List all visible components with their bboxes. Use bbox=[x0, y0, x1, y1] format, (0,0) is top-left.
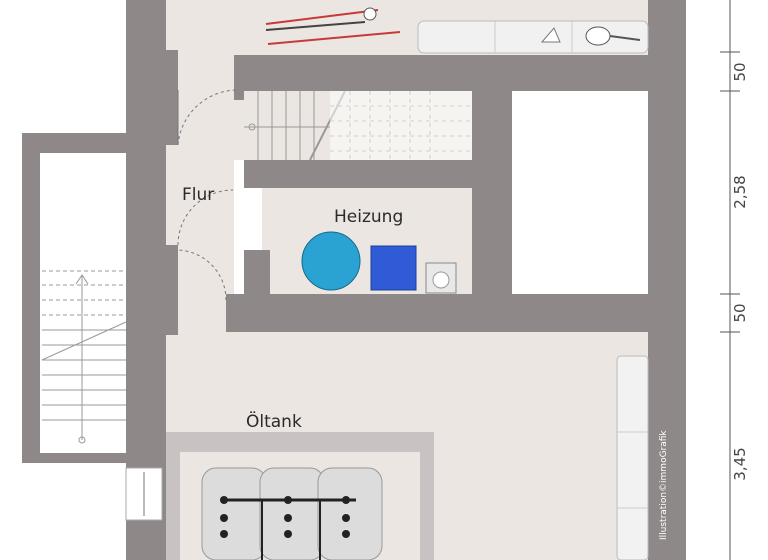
wall-right-vertical bbox=[648, 0, 686, 560]
ski-helmet-icon bbox=[540, 27, 561, 43]
wall-heating-top bbox=[244, 160, 512, 188]
room-label-hallway: Flur bbox=[182, 185, 214, 205]
dimension-label: 50 bbox=[731, 303, 749, 322]
dimension-label: 2,58 bbox=[731, 175, 749, 208]
stair-annex-floor bbox=[40, 153, 126, 453]
oil-tank-icon bbox=[201, 467, 383, 560]
dimension-label: 3,45 bbox=[731, 447, 749, 480]
wall-heating-left-stub bbox=[244, 250, 270, 294]
stair-room-white bbox=[330, 91, 472, 160]
boiler-icon bbox=[301, 231, 361, 291]
ski-icon bbox=[265, 9, 401, 45]
door-icon bbox=[177, 89, 239, 301]
radiator-icon bbox=[616, 355, 649, 560]
wall-stair-room-left bbox=[234, 55, 244, 100]
wall-hall-left-a bbox=[160, 50, 178, 145]
credit-text: Illustration©immoGrafik bbox=[659, 430, 669, 540]
tennis-racket-icon bbox=[585, 26, 641, 46]
wall-middle-horizontal bbox=[226, 294, 648, 332]
burner-icon bbox=[370, 245, 417, 291]
wall-upper-horizontal bbox=[234, 55, 648, 91]
ski-helmet-icon bbox=[363, 7, 377, 21]
room-label-oil-tank: Öltank bbox=[246, 410, 302, 432]
wall-heating-right bbox=[472, 90, 512, 294]
room-label-heating: Heizung bbox=[334, 207, 403, 227]
dimension-line bbox=[720, 0, 740, 560]
stairs-icon bbox=[41, 270, 127, 444]
side-room bbox=[512, 91, 648, 294]
wall-top-left-vertical bbox=[126, 0, 166, 560]
dimension-label: 50 bbox=[731, 62, 749, 81]
wall-hall-left-b bbox=[160, 245, 178, 335]
